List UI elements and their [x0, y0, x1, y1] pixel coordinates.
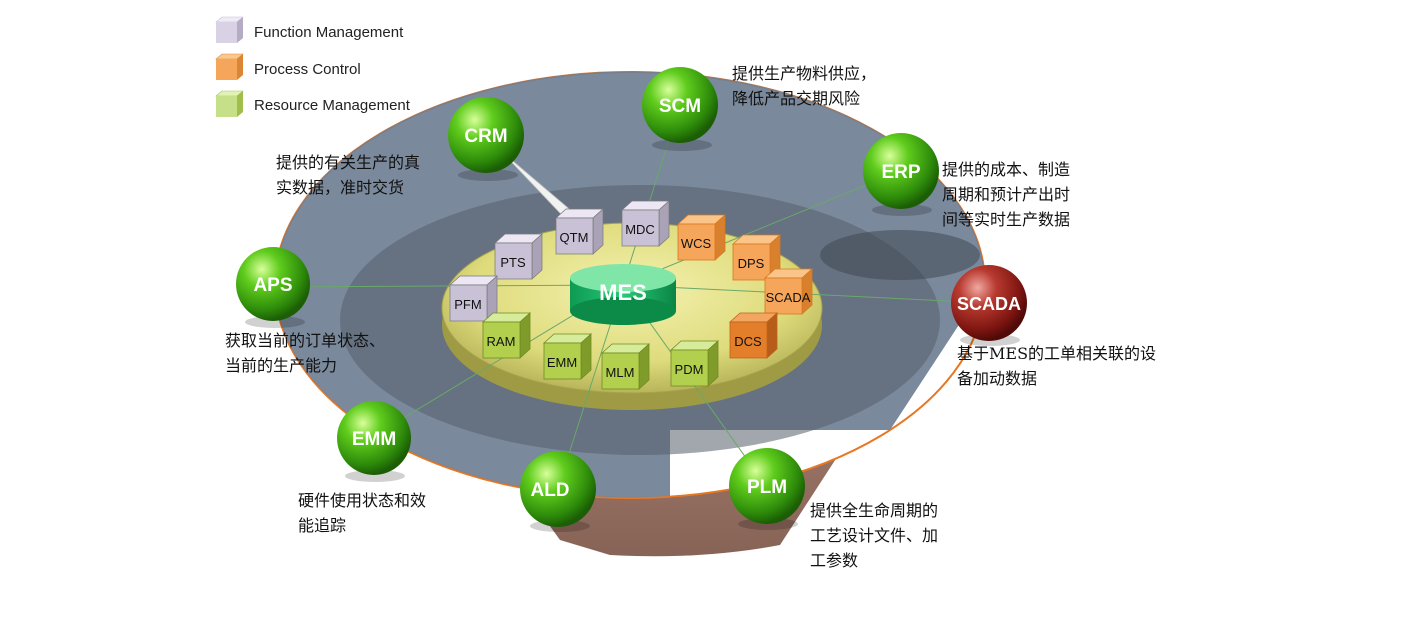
- cube-label-mdc: MDC: [625, 222, 655, 237]
- sphere-scm[interactable]: SCM: [642, 67, 718, 143]
- description-erp-line-3: 间等实时生产数据: [942, 210, 1070, 229]
- sphere-label-emm: EMM: [352, 429, 396, 450]
- description-aps-line-1: 获取当前的订单状态、: [225, 331, 385, 350]
- cube-emm[interactable]: EMM: [542, 333, 593, 380]
- description-plm-line-1: 提供全生命周期的: [810, 501, 938, 520]
- cube-wcs[interactable]: WCS: [676, 214, 727, 261]
- cube-label-pts: PTS: [500, 255, 526, 270]
- cube-scada[interactable]: SCADA: [763, 268, 814, 315]
- legend-item-process-control: Process Control: [215, 53, 361, 80]
- sphere-crm[interactable]: CRM: [448, 97, 524, 173]
- sphere-emm[interactable]: EMM: [337, 401, 411, 475]
- description-aps: 获取当前的订单状态、 当前的生产能力: [225, 331, 385, 375]
- cube-pdm[interactable]: PDM: [669, 340, 720, 387]
- cube-dps[interactable]: DPS: [731, 234, 782, 281]
- sphere-label-erp: ERP: [881, 162, 920, 183]
- description-emm-line-1: 硬件使用状态和效: [298, 491, 426, 510]
- description-crm-line-1: 提供的有关生产的真: [276, 153, 420, 172]
- description-scm: 提供生产物料供应， 降低产品交期风险: [732, 64, 876, 108]
- legend-label-resource-management: Resource Management: [254, 97, 411, 114]
- cube-label-emm: EMM: [547, 355, 577, 370]
- cube-label-dps: DPS: [738, 256, 765, 271]
- sphere-label-scada: SCADA: [957, 294, 1021, 314]
- cube-mdc[interactable]: MDC: [621, 200, 670, 247]
- description-erp: 提供的成本、制造 周期和预计产出时 间等实时生产数据: [942, 160, 1070, 229]
- sphere-ald[interactable]: ALD: [520, 451, 596, 527]
- description-scada: 基于MES的工单相关联的设 备加动数据: [957, 344, 1156, 388]
- cube-label-wcs: WCS: [681, 236, 712, 251]
- cube-label-scada: SCADA: [766, 290, 811, 305]
- legend-label-process-control: Process Control: [254, 61, 361, 78]
- description-aps-line-2: 当前的生产能力: [225, 356, 337, 375]
- legend-label-function-management: Function Management: [254, 24, 404, 41]
- sphere-label-crm: CRM: [464, 126, 507, 147]
- sphere-label-scm: SCM: [659, 96, 701, 117]
- legend-item-function-management: Function Management: [215, 16, 404, 43]
- cube-pfm[interactable]: PFM: [449, 275, 498, 322]
- sphere-plm[interactable]: PLM: [729, 448, 805, 524]
- cube-label-pdm: PDM: [675, 362, 704, 377]
- description-crm-line-2: 实数据，准时交货: [276, 178, 404, 197]
- description-erp-line-2: 周期和预计产出时: [942, 185, 1070, 204]
- cube-mlm[interactable]: MLM: [600, 343, 651, 390]
- cube-dcs[interactable]: DCS: [728, 312, 779, 359]
- legend-item-resource-management: Resource Management: [215, 90, 411, 117]
- description-scm-line-2: 降低产品交期风险: [732, 89, 860, 108]
- sphere-label-plm: PLM: [747, 477, 787, 498]
- description-emm-line-2: 能追踪: [298, 516, 346, 535]
- mes-label: MES: [599, 280, 647, 305]
- sphere-scada[interactable]: SCADA: [951, 265, 1027, 341]
- description-plm: 提供全生命周期的 工艺设计文件、加 工参数: [810, 501, 938, 570]
- sphere-label-ald: ALD: [530, 480, 569, 501]
- sphere-erp[interactable]: ERP: [863, 133, 939, 209]
- cube-label-qtm: QTM: [560, 230, 589, 245]
- description-erp-line-1: 提供的成本、制造: [942, 160, 1070, 179]
- cube-ram[interactable]: RAM: [481, 312, 532, 359]
- cube-label-pfm: PFM: [454, 297, 481, 312]
- legend: Function Management Process Control Reso…: [215, 16, 411, 117]
- description-plm-line-3: 工参数: [810, 551, 858, 570]
- cube-label-mlm: MLM: [606, 365, 635, 380]
- sphere-label-aps: APS: [253, 275, 292, 296]
- description-crm: 提供的有关生产的真 实数据，准时交货: [276, 153, 420, 197]
- cube-label-ram: RAM: [487, 334, 516, 349]
- description-emm: 硬件使用状态和效 能追踪: [298, 491, 426, 535]
- description-scm-line-1: 提供生产物料供应，: [732, 64, 876, 83]
- mes-cylinder: MES: [570, 264, 676, 325]
- description-scada-line-1: 基于MES的工单相关联的设: [957, 344, 1156, 363]
- description-plm-line-2: 工艺设计文件、加: [810, 526, 938, 545]
- cube-label-dcs: DCS: [734, 334, 762, 349]
- cube-qtm[interactable]: QTM: [555, 208, 604, 255]
- sphere-aps[interactable]: APS: [236, 247, 310, 321]
- cube-pts[interactable]: PTS: [494, 233, 543, 280]
- description-scada-line-2: 备加动数据: [957, 369, 1037, 388]
